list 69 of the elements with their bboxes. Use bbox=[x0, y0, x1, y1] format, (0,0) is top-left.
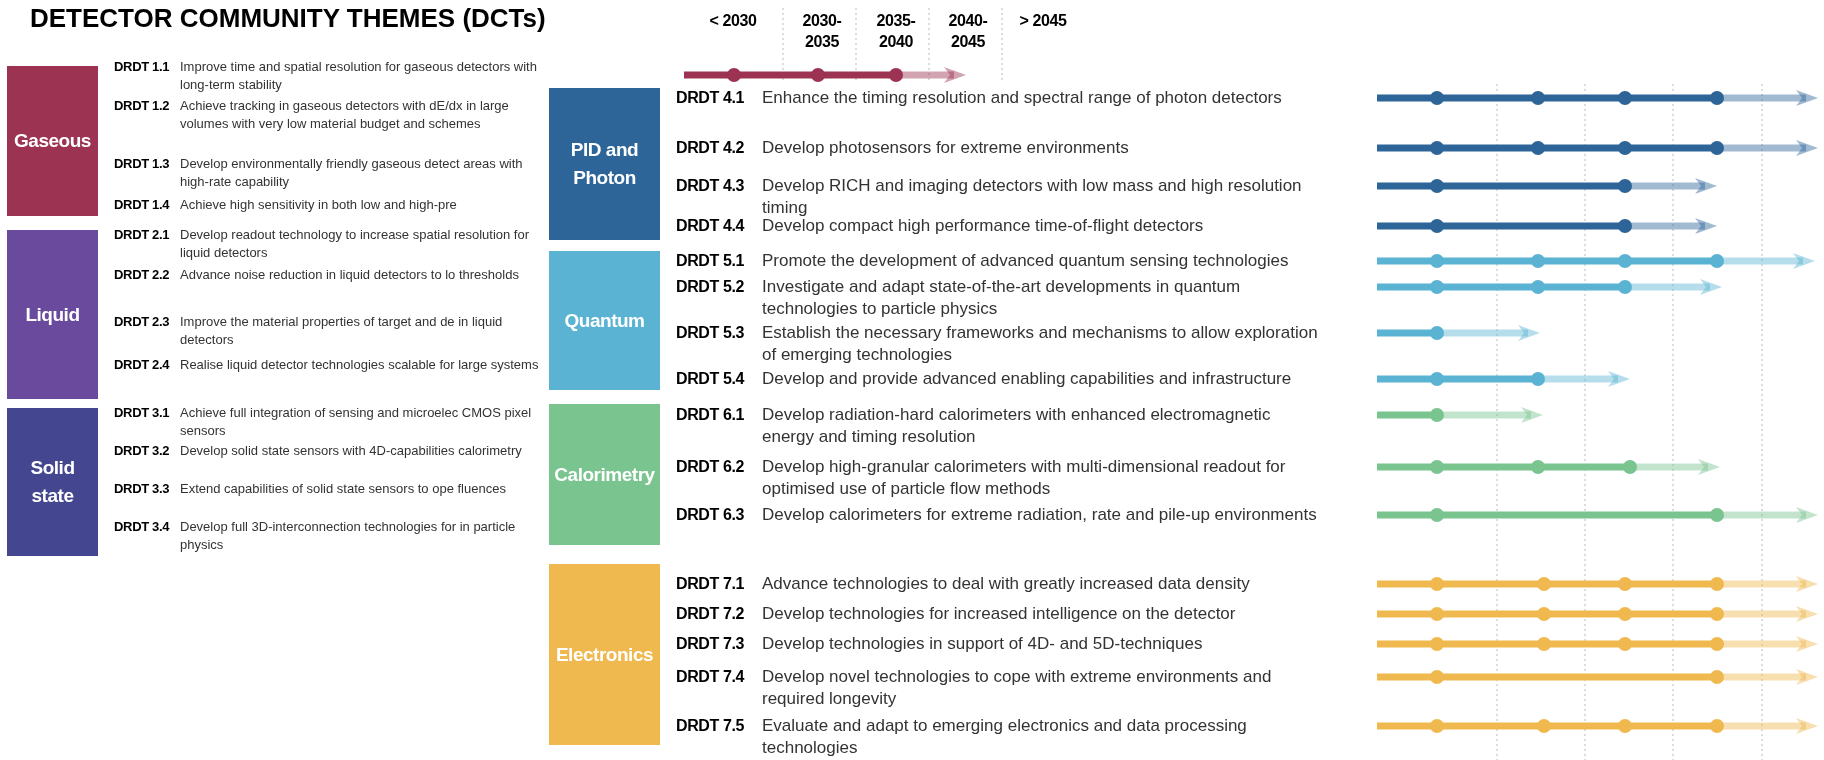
item-code: DRDT 1.1 bbox=[114, 58, 170, 76]
item-description: Achieve tracking in gaseous detectors with dE/dx in large volumes with very low material budget and schemes bbox=[180, 97, 510, 133]
item-code: DRDT 6.3 bbox=[676, 505, 744, 525]
item-code: DRDT 5.4 bbox=[676, 369, 744, 389]
item-description: Develop solid state sensors with 4D-capabilities calorimetry bbox=[180, 442, 523, 460]
item-description: Extend capabilities of solid state sensors to ope fluences bbox=[180, 480, 507, 498]
item-code: DRDT 4.4 bbox=[676, 216, 744, 236]
item-code: DRDT 7.1 bbox=[676, 574, 744, 594]
item-description: Develop compact high performance time-of-flight detectors bbox=[762, 216, 1205, 237]
item-code: DRDT 3.4 bbox=[114, 518, 170, 536]
item-code: DRDT 1.2 bbox=[114, 97, 170, 115]
category-box: Quantum bbox=[549, 251, 660, 390]
category-box: Solid state bbox=[7, 408, 98, 556]
item-code: DRDT 7.3 bbox=[676, 634, 744, 654]
item-description: Advance noise reduction in liquid detectors to lo thresholds bbox=[180, 266, 520, 284]
item-description: Develop RICH and imaging detectors with low mass and high resolution timing bbox=[762, 175, 1303, 219]
item-description: Develop environmentally friendly gaseous detect areas with high-rate capability bbox=[180, 155, 524, 191]
item-description: Enhance the timing resolution and spectral range of photon detectors bbox=[762, 87, 1283, 109]
item-description: Establish the necessary frameworks and mechanisms to allow exploration of emerging technologies bbox=[762, 322, 1319, 366]
year-header: 2030- 2035 bbox=[801, 11, 843, 52]
item-code: DRDT 2.4 bbox=[114, 356, 170, 374]
category-box: Calorimetry bbox=[549, 404, 660, 545]
item-code: DRDT 5.2 bbox=[676, 277, 744, 297]
item-description: Achieve full integration of sensing and microelec CMOS pixel sensors bbox=[180, 404, 533, 440]
item-description: Develop readout technology to increase spatial resolution for liquid detectors bbox=[180, 226, 531, 262]
item-description: Advance technologies to deal with greatly increased data density bbox=[762, 573, 1251, 595]
category-box: PID and Photon bbox=[549, 88, 660, 240]
item-code: DRDT 1.3 bbox=[114, 155, 170, 173]
item-description: Develop and provide advanced enabling capabilities and infrastructure bbox=[762, 368, 1293, 390]
item-description: Evaluate and adapt to emerging electronics and data processing technologies bbox=[762, 715, 1248, 759]
item-code: DRDT 3.3 bbox=[114, 480, 170, 498]
item-description: Develop radiation-hard calorimeters with enhanced electromagnetic energy and timing resolution bbox=[762, 404, 1272, 448]
item-description: Promote the development of advanced quantum sensing technologies bbox=[762, 250, 1290, 272]
item-code: DRDT 4.1 bbox=[676, 88, 744, 108]
item-code: DRDT 2.2 bbox=[114, 266, 170, 284]
item-code: DRDT 2.3 bbox=[114, 313, 170, 331]
item-description: Realise liquid detector technologies scalable for large systems bbox=[180, 356, 540, 374]
item-code: DRDT 7.2 bbox=[676, 604, 744, 624]
item-description: Improve the material properties of target and de in liquid detectors bbox=[180, 313, 504, 349]
title: DETECTOR COMMUNITY THEMES (DCTs) bbox=[30, 2, 546, 34]
category-box: Liquid bbox=[7, 230, 98, 399]
year-header: > 2045 bbox=[1018, 11, 1068, 31]
item-description: Develop technologies in support of 4D- and 5D-techniques bbox=[762, 633, 1204, 655]
year-header: < 2030 bbox=[708, 11, 758, 31]
item-description: Develop full 3D-interconnection technologies for in particle physics bbox=[180, 518, 517, 554]
item-description: Improve time and spatial resolution for gaseous detectors with long-term stability bbox=[180, 58, 538, 94]
item-code: DRDT 6.2 bbox=[676, 457, 744, 477]
item-description: Investigate and adapt state-of-the-art developments in quantum technologies to particle physics bbox=[762, 276, 1242, 320]
item-code: DRDT 4.3 bbox=[676, 176, 744, 196]
year-header: 2035- 2040 bbox=[875, 11, 917, 52]
category-box: Electronics bbox=[549, 564, 660, 745]
item-code: DRDT 5.3 bbox=[676, 323, 744, 343]
item-code: DRDT 7.4 bbox=[676, 667, 744, 687]
item-code: DRDT 7.5 bbox=[676, 716, 744, 736]
item-description: Develop calorimeters for extreme radiation, rate and pile-up environments bbox=[762, 504, 1318, 526]
item-code: DRDT 3.2 bbox=[114, 442, 170, 460]
item-code: DRDT 5.1 bbox=[676, 251, 744, 271]
item-code: DRDT 4.2 bbox=[676, 138, 744, 158]
item-code: DRDT 6.1 bbox=[676, 405, 744, 425]
item-code: DRDT 1.4 bbox=[114, 196, 170, 214]
item-description: Develop photosensors for extreme environments bbox=[762, 137, 1130, 159]
item-description: Develop novel technologies to cope with extreme environments and required longevity bbox=[762, 666, 1273, 710]
item-description: Develop technologies for increased intelligence on the detector bbox=[762, 603, 1237, 625]
category-box: Gaseous bbox=[7, 66, 98, 216]
item-description: Develop high-granular calorimeters with multi-dimensional readout for optimised use of particle flow methods bbox=[762, 456, 1287, 500]
item-code: DRDT 3.1 bbox=[114, 404, 170, 422]
year-header: 2040- 2045 bbox=[947, 11, 989, 52]
item-description: Achieve high sensitivity in both low and high-pre bbox=[180, 196, 458, 214]
item-code: DRDT 2.1 bbox=[114, 226, 170, 244]
